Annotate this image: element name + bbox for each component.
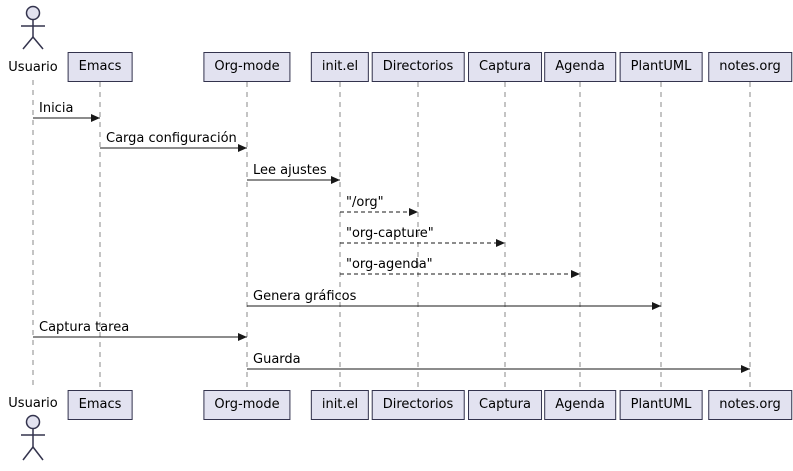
message-arrow-captura-tarea	[33, 333, 247, 341]
message-arrow-org-capture	[340, 239, 505, 247]
participant-emacs-bottom: Emacs	[67, 390, 133, 420]
participant-agenda-bottom: Agenda	[544, 390, 616, 420]
actor-label-bottom: Usuario	[8, 396, 58, 411]
message-label-inicia: Inicia	[39, 101, 74, 116]
message-arrow-lee-ajustes	[247, 176, 340, 184]
participant-emacs-top: Emacs	[67, 52, 133, 82]
message-label-captura-tarea: Captura tarea	[39, 320, 130, 335]
participant-plantuml-bottom: PlantUML	[619, 390, 703, 420]
message-label-org: "/org"	[346, 195, 384, 210]
participant-notes-org-bottom: notes.org	[708, 390, 792, 420]
actor-icon-top	[21, 5, 45, 50]
participant-directorios-bottom: Directorios	[371, 390, 465, 420]
message-arrow-org-agenda	[340, 270, 580, 278]
message-arrows	[33, 114, 750, 373]
message-label-org-agenda: "org-agenda"	[346, 257, 433, 272]
actor-label-top: Usuario	[8, 60, 58, 75]
participant-plantuml-top: PlantUML	[619, 52, 703, 82]
message-label-carga-configuracion: Carga configuración	[106, 131, 237, 146]
participant-notes-org-top: notes.org	[708, 52, 792, 82]
participant-agenda-top: Agenda	[544, 52, 616, 82]
message-arrow-inicia	[33, 114, 100, 122]
message-label-guarda: Guarda	[253, 352, 301, 367]
message-label-genera-graficos: Genera gráficos	[253, 289, 357, 304]
message-label-lee-ajustes: Lee ajustes	[253, 163, 327, 178]
message-arrow-guarda	[247, 365, 750, 373]
participant-directorios-top: Directorios	[371, 52, 465, 82]
message-arrow-genera-graficos	[247, 302, 661, 310]
participant-init-el-bottom: init.el	[310, 390, 370, 420]
participant-init-el-top: init.el	[310, 52, 370, 82]
participant-org-mode-bottom: Org-mode	[203, 390, 291, 420]
message-label-org-capture: "org-capture"	[346, 226, 434, 241]
participant-captura-top: Captura	[468, 52, 542, 82]
actor-icon-bottom	[21, 414, 45, 461]
participant-captura-bottom: Captura	[468, 390, 542, 420]
message-arrow-org	[340, 208, 418, 216]
participant-org-mode-top: Org-mode	[203, 52, 291, 82]
message-arrow-carga-configuracion	[100, 144, 247, 152]
lifelines	[32, 80, 751, 390]
